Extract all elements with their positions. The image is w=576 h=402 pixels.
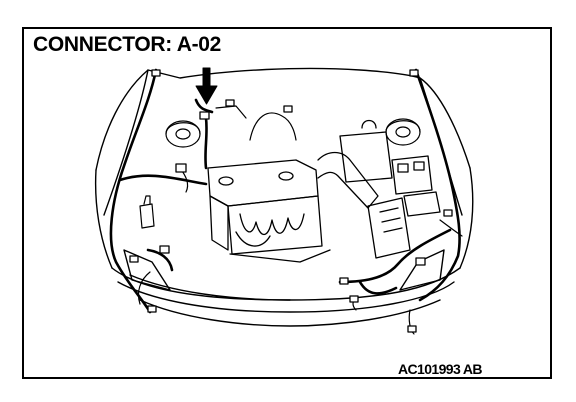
reservoir	[139, 195, 155, 229]
battery	[391, 155, 441, 217]
strut-tower-right	[385, 118, 421, 146]
figure-code: AC101993 AB	[398, 361, 483, 377]
wiring-harness	[109, 68, 461, 314]
engine-block	[207, 159, 331, 263]
connector-markers	[129, 69, 453, 333]
diagram-frame	[22, 27, 552, 379]
air-intake	[317, 119, 411, 259]
connector-title: CONNECTOR: A-02	[33, 33, 222, 56]
down-arrow-icon	[195, 67, 218, 105]
strut-tower-left	[165, 120, 201, 148]
vehicle-body-outline	[94, 67, 474, 327]
wiring-branches	[137, 105, 463, 335]
